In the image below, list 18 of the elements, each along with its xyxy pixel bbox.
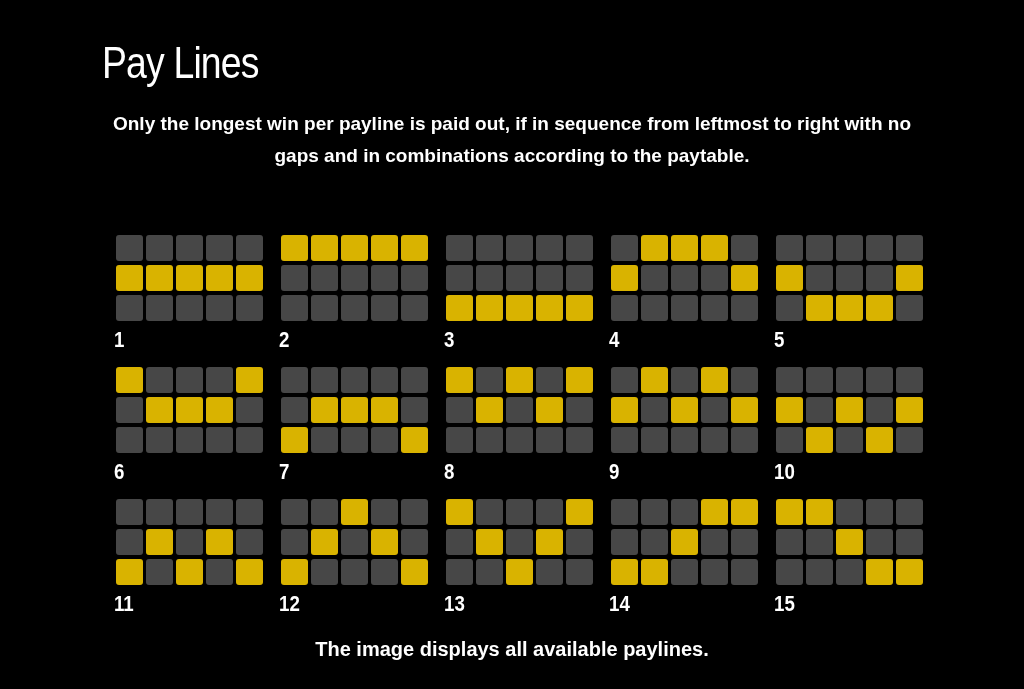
payline-number: 9: [609, 459, 620, 485]
payline-number: 8: [444, 459, 455, 485]
payline-number: 7: [279, 459, 290, 485]
payline-number: 3: [444, 327, 455, 353]
payline-number: 13: [444, 591, 465, 617]
payline-number: 11: [114, 591, 134, 617]
payline-number: 5: [774, 327, 785, 353]
payline-number: 15: [774, 591, 795, 617]
description-text: Only the longest win per payline is paid out, if in sequence from leftmost to right with no gaps and in combinations according to the paytable.: [111, 112, 913, 168]
payline-number: 4: [609, 327, 620, 353]
page-title: Pay Lines: [102, 38, 259, 88]
payline-number: 6: [114, 459, 125, 485]
caption-text: The image displays all available paylines.: [314, 638, 710, 661]
payline-number: 10: [774, 459, 795, 485]
payline-number: 2: [279, 327, 290, 353]
payline-number: 14: [609, 591, 630, 617]
payline-number: 12: [279, 591, 300, 617]
payline-number: 1: [114, 327, 125, 353]
